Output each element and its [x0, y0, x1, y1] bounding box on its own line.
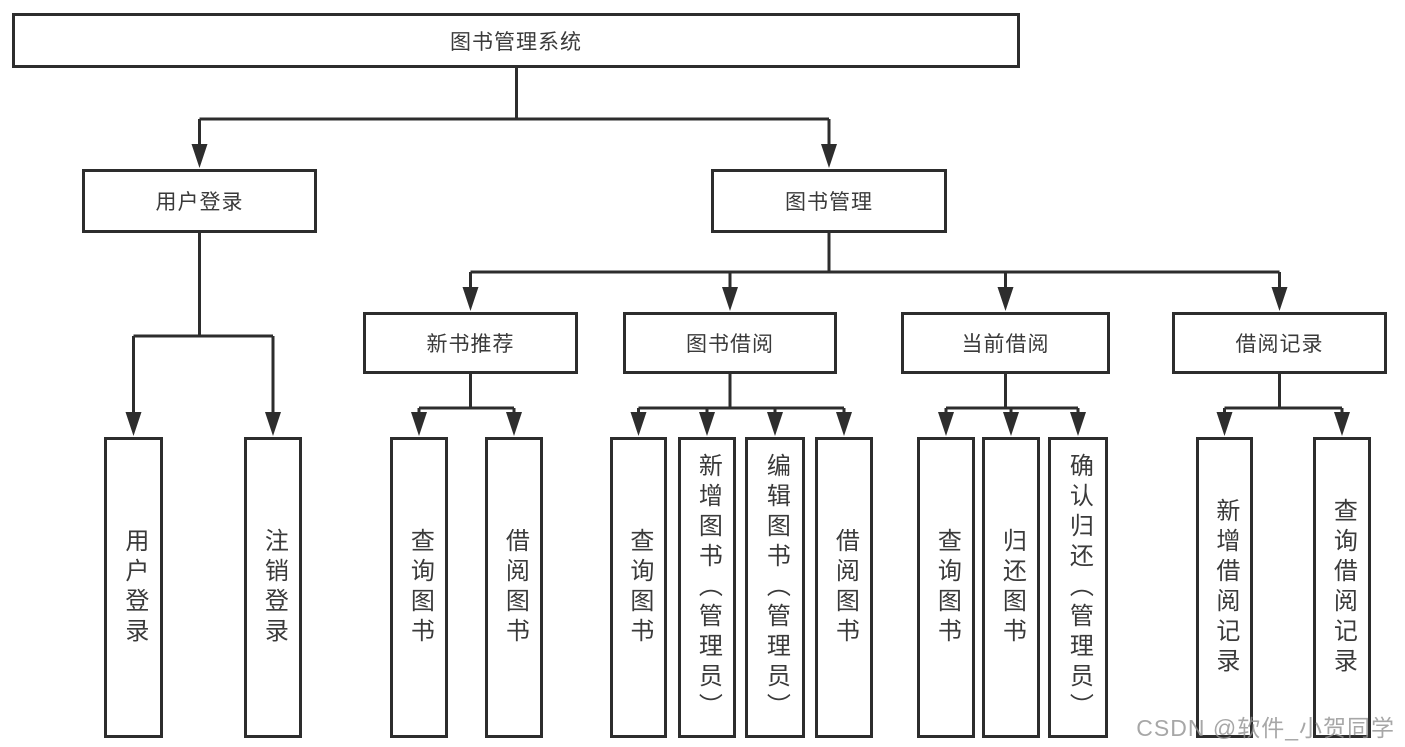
edge-records-to-leaves	[1223, 374, 1344, 414]
edge-newbooks-to-leaves	[417, 374, 516, 414]
leaf-borrow-books-recommend: 借阅图书	[485, 437, 543, 738]
edge-root-to-level2	[198, 68, 831, 146]
node-book-borrowing: 图书借阅	[623, 312, 837, 374]
arrowhead-icon	[1070, 412, 1086, 436]
arrowhead-icon	[125, 412, 142, 436]
node-label: 图书借阅	[686, 333, 774, 356]
csdn-watermark: CSDN @软件_小贺同学	[1136, 715, 1395, 741]
node-user-login: 用户登录	[82, 169, 317, 233]
arrowhead-icon	[1334, 412, 1350, 436]
node-current-borrowing: 当前借阅	[901, 312, 1110, 374]
node-label: 图书管理系统	[450, 30, 582, 54]
node-label: 查询图书	[406, 527, 434, 648]
leaf-query-books-recommend: 查询图书	[390, 437, 448, 738]
edge-current-to-leaves	[944, 374, 1080, 414]
node-new-book-recommend: 新书推荐	[363, 312, 578, 374]
arrowhead-icon	[411, 412, 427, 436]
node-label: 编辑图书（管理员）	[762, 452, 790, 723]
node-label: 用户登录	[155, 191, 244, 214]
node-label: 注销登录	[260, 527, 288, 648]
node-label: 归还图书	[998, 527, 1026, 648]
node-borrow-records: 借阅记录	[1172, 312, 1387, 374]
arrowhead-icon	[938, 412, 954, 436]
node-label: 新增借阅记录	[1211, 497, 1239, 678]
node-root-system: 图书管理系统	[12, 13, 1020, 68]
leaf-add-books-admin: 新增图书（管理员）	[678, 437, 736, 738]
arrowhead-icon	[821, 144, 837, 168]
leaf-edit-books-admin: 编辑图书（管理员）	[745, 437, 805, 738]
arrowhead-icon	[506, 412, 522, 436]
node-label: 确认归还（管理员）	[1065, 452, 1093, 723]
node-book-management: 图书管理	[711, 169, 947, 233]
arrowhead-icon	[836, 412, 852, 436]
arrowhead-icon	[462, 287, 479, 311]
node-label: 查询图书	[933, 527, 961, 648]
leaf-borrow-books: 借阅图书	[815, 437, 873, 738]
leaf-query-books-current: 查询图书	[917, 437, 975, 738]
edge-bookmgmt-to-level3	[469, 233, 1281, 289]
node-label: 用户登录	[120, 527, 148, 648]
edge-borrowing-to-leaves	[637, 374, 846, 414]
arrowhead-icon	[1271, 287, 1288, 311]
arrowhead-icon	[997, 287, 1014, 311]
arrowhead-icon	[722, 287, 738, 311]
node-label: 借阅记录	[1235, 333, 1324, 356]
arrowhead-icon	[191, 144, 208, 168]
arrowhead-icon	[699, 412, 715, 436]
node-label: 借阅图书	[501, 527, 529, 648]
arrowhead-icon	[767, 412, 783, 436]
arrowhead-icon	[630, 412, 647, 436]
leaf-add-borrow-record: 新增借阅记录	[1196, 437, 1253, 738]
leaf-return-books: 归还图书	[982, 437, 1040, 738]
node-label: 新书推荐	[426, 333, 515, 356]
node-label: 借阅图书	[831, 527, 859, 648]
node-label: 当前借阅	[961, 333, 1050, 356]
leaf-query-borrow-record: 查询借阅记录	[1313, 437, 1371, 738]
leaf-confirm-return-admin: 确认归还（管理员）	[1048, 437, 1108, 738]
arrowhead-icon	[265, 412, 281, 436]
node-label: 查询借阅记录	[1329, 497, 1357, 678]
leaf-user-login: 用户登录	[104, 437, 163, 738]
node-label: 图书管理	[785, 191, 873, 214]
arrowhead-icon	[1216, 412, 1233, 436]
arrowhead-icon	[1003, 412, 1019, 436]
node-label: 查询图书	[625, 527, 653, 648]
edge-userlogin-to-leaves	[132, 233, 275, 414]
leaf-logout: 注销登录	[244, 437, 302, 738]
leaf-query-books-borrowing: 查询图书	[610, 437, 667, 738]
node-label: 新增图书（管理员）	[694, 452, 722, 723]
